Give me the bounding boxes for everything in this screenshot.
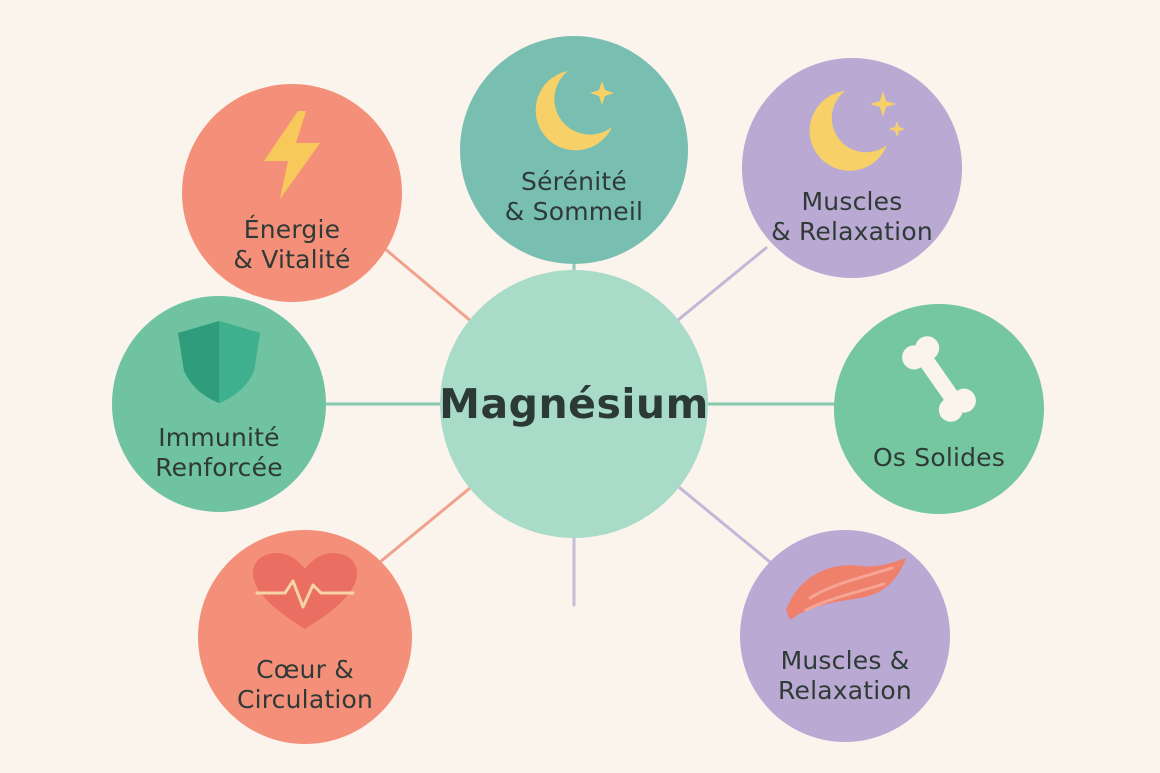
link-muscles-bottom (678, 486, 772, 564)
node-label: Muscles &Relaxation (778, 646, 912, 705)
center-label: Magnésium (439, 380, 709, 428)
muscle-icon (786, 558, 906, 620)
moon-star-icon (809, 91, 905, 171)
shield-icon (178, 321, 260, 403)
node-heart: Cœur &Circulation (198, 530, 412, 744)
node-energy: Énergie& Vitalité (182, 84, 402, 302)
node-label: Énergie& Vitalité (233, 215, 351, 274)
link-heart (378, 486, 472, 564)
moon-icon (535, 71, 614, 151)
center-node-magnesium: Magnésium (439, 270, 709, 538)
node-label: Os Solides (873, 443, 1005, 472)
link-energy (376, 241, 474, 324)
node-label: Muscles& Relaxation (771, 187, 933, 246)
lightning-icon (264, 111, 320, 199)
node-label: Sérénité& Sommeil (504, 167, 644, 226)
node-muscles-top: Muscles& Relaxation (742, 58, 962, 278)
bone-icon (902, 336, 976, 422)
link-muscles-top (676, 246, 768, 322)
heart-icon (253, 553, 357, 629)
node-sleep: Sérénité& Sommeil (460, 36, 688, 264)
node-muscles-bottom: Muscles &Relaxation (740, 530, 950, 742)
node-label: Cœur &Circulation (236, 655, 374, 714)
node-bones: Os Solides (834, 304, 1044, 514)
